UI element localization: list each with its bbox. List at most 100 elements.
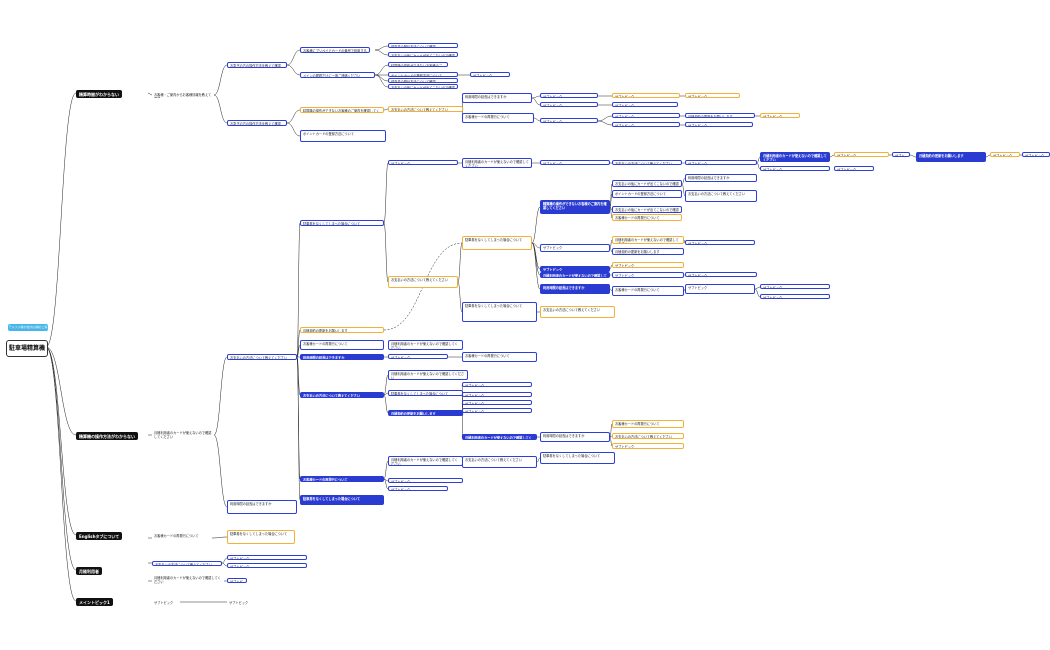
topic-node[interactable]: 駐車券をなくしてしまった場合について xyxy=(388,390,463,396)
topic-node[interactable]: サブトピック xyxy=(229,601,249,605)
topic-node[interactable]: サブトピック xyxy=(462,408,532,413)
topic-node[interactable]: お客様カードの再発行について xyxy=(300,340,384,350)
topic-node[interactable]: お客様カードの再発行について xyxy=(462,113,534,123)
topic-node[interactable]: お急ぎの方の操作方法を教えて確認 xyxy=(227,62,287,68)
topic-node[interactable]: 精算機の操作ができないお客様のご案内を確認してください xyxy=(300,107,384,113)
topic-node[interactable]: お支払いの方法について教えてください xyxy=(540,306,615,318)
topic-node[interactable]: サブトピック xyxy=(227,563,307,568)
root-topic[interactable]: 駐車場精算機 xyxy=(6,340,48,357)
topic-node[interactable]: 月極利用者のカードが使えないので確認してください xyxy=(388,370,468,380)
topic-node[interactable]: サブトピック xyxy=(540,93,598,98)
topic-node[interactable]: サブトピック xyxy=(760,113,800,118)
topic-node[interactable]: サブトピック xyxy=(388,160,458,165)
topic-node[interactable]: メインの問題だけに一度ご連絡ください xyxy=(300,72,375,78)
topic-node[interactable]: サブトピック xyxy=(540,118,598,123)
topic-node[interactable]: お支払いの方法について教えてください xyxy=(685,190,757,202)
topic-node[interactable]: サブトピック xyxy=(462,382,532,387)
topic-node[interactable]: 利用時間の延長はできますか xyxy=(227,500,297,514)
topic-node[interactable]: サブトピック xyxy=(227,578,247,583)
topic-node[interactable]: 領収書の発行方法について確認 xyxy=(388,78,458,83)
branch-calc-time[interactable]: 精算時間がわからない xyxy=(76,90,122,99)
topic-node[interactable]: サブトピック xyxy=(540,102,598,107)
topic-node[interactable]: お支払いの後にカードが出てこないので確認してください xyxy=(612,206,682,213)
topic-node[interactable]: サブトピック xyxy=(760,166,830,171)
topic-node[interactable]: 駐車券をなくしてしまった場合について xyxy=(462,236,532,250)
topic-node[interactable]: サブトピック xyxy=(760,284,830,289)
topic-node[interactable]: 駐車券をなくしてしまった場合について xyxy=(540,452,615,464)
topic-node[interactable]: 駐車券をなくしてしまった場合について xyxy=(462,302,537,322)
topic-node[interactable]: サブトピック xyxy=(612,272,684,278)
topic-node[interactable]: 利用時間の延長はできますか xyxy=(540,432,610,442)
topic-node[interactable]: サブトピック xyxy=(462,400,532,405)
topic-node[interactable]: 月極利用者のカードが使えないので確認してください xyxy=(154,576,221,585)
hint-badge[interactable]: アルファ版の社内公開のご案内 xyxy=(8,324,48,336)
topic-node[interactable]: サブトピック xyxy=(154,601,174,605)
topic-node[interactable]: 利用時間の延長はできますか xyxy=(300,354,384,360)
topic-node[interactable]: お支払いの方法について教えてください xyxy=(300,392,384,398)
topic-node[interactable]: 利用時間の延長はできますか xyxy=(685,174,757,182)
topic-node[interactable]: サブトピック xyxy=(388,354,448,359)
topic-node[interactable]: お支払いの後にカードが出てこないので確認してください xyxy=(388,84,458,89)
topic-node[interactable]: お客様・ご案内からお客様情報を教えて確認 xyxy=(154,93,212,98)
topic-node[interactable]: 月極契約の更新をお願いします xyxy=(388,410,463,416)
topic-node[interactable]: お支払いの方法について教えてください xyxy=(388,106,463,112)
topic-node[interactable]: 月極利用者のカードが使えないので確認してください xyxy=(388,340,463,350)
topic-node[interactable]: サブトピック xyxy=(540,160,610,165)
branch-main-topic[interactable]: メイントピック1 xyxy=(76,598,113,607)
topic-node[interactable]: お客様カードの再発行について xyxy=(612,214,682,221)
topic-node[interactable]: サブトピック xyxy=(388,478,463,483)
topic-node[interactable]: お支払いの方法について教えてください xyxy=(152,561,222,566)
topic-node[interactable]: 精算機の操作ができないお客様のご案内を確認してください xyxy=(540,200,610,214)
topic-node[interactable]: お客様にプリペイドカードの番号で利用することができます xyxy=(300,47,370,53)
topic-node[interactable]: 月極利用者のカードが使えないので確認してください xyxy=(612,236,684,244)
topic-node[interactable]: サブトピック xyxy=(834,152,889,157)
topic-node[interactable]: サブトピック xyxy=(470,72,510,77)
topic-node[interactable]: 月極契約の更新をお願いします xyxy=(916,152,986,162)
topic-node[interactable]: ポイントカードの登録方法について xyxy=(300,130,386,142)
topic-node[interactable]: サブトピック xyxy=(612,443,684,449)
topic-node[interactable]: サブトピック xyxy=(1022,152,1050,157)
topic-node[interactable]: ポイントカードの登録方法について xyxy=(388,72,458,77)
topic-node[interactable]: 月極利用者のカードが使えないので確認してください xyxy=(462,158,532,168)
topic-node[interactable]: 利用時間の延長はできますか xyxy=(462,93,532,103)
topic-node[interactable]: お客様カードの再発行について xyxy=(612,286,684,296)
topic-node[interactable]: お支払いの方法について教えてください xyxy=(388,276,458,288)
topic-node[interactable]: 駐車券をなくしてしまった場合について xyxy=(300,220,384,226)
topic-node[interactable]: 月極利用者のカードが使えないので確認してください xyxy=(154,431,212,440)
topic-node[interactable]: お客様カードの再発行について xyxy=(612,420,684,428)
topic-node[interactable]: サブトピック xyxy=(612,122,680,127)
topic-node[interactable]: 月極利用者のカードが使えないので確認してください xyxy=(388,456,463,466)
branch-english-tab[interactable]: Englishタブについて xyxy=(76,532,123,541)
topic-node[interactable]: お支払いの方法について教えてください xyxy=(227,354,297,360)
topic-node[interactable]: サブトピック xyxy=(612,262,684,268)
topic-node[interactable]: 駐車券をなくしてしまった場合について xyxy=(227,530,295,544)
topic-node[interactable]: 月極契約の更新をお願いします xyxy=(300,327,384,333)
topic-node[interactable]: サブトピック xyxy=(462,392,532,397)
topic-node[interactable]: サブトピック xyxy=(685,240,755,245)
topic-node[interactable]: お支払いの後にカードが出てこないので確認してください xyxy=(612,180,682,187)
topic-node[interactable]: サブトピック xyxy=(540,266,610,272)
topic-node[interactable]: お支払いの方法について教えてください xyxy=(612,433,684,439)
topic-node[interactable]: サブトピック xyxy=(685,284,755,294)
topic-node[interactable]: サブトピック xyxy=(540,244,610,252)
topic-node[interactable]: お支払いの後にカードが出てこないので確認してください xyxy=(388,52,458,57)
topic-node[interactable]: サブトピック xyxy=(685,93,740,98)
topic-node[interactable]: サブトピック xyxy=(612,93,680,98)
topic-node[interactable]: サブトピック xyxy=(685,160,757,165)
topic-node[interactable]: サブトピック xyxy=(227,555,307,560)
topic-node[interactable]: サブトピック xyxy=(685,122,753,127)
topic-node[interactable]: お客様カードの再発行について xyxy=(462,352,537,362)
topic-node[interactable]: 月極利用者のカードが使えないので確認してください xyxy=(760,152,830,162)
topic-node[interactable]: 駐車券をなくしてしまった場合について xyxy=(300,495,384,505)
topic-node[interactable]: 利用時間の延長はできますか xyxy=(540,284,610,294)
topic-node[interactable]: 月極利用者のカードが使えないので確認してください xyxy=(462,434,537,440)
branch-operation[interactable]: 精算機の操作方法がわからない xyxy=(76,432,138,441)
topic-node[interactable]: サブトピック xyxy=(892,152,910,157)
topic-node[interactable]: サブトピック xyxy=(685,272,757,277)
topic-node[interactable]: お支払いの方法について教えてください xyxy=(612,160,682,165)
topic-node[interactable]: 月極利用者のカードが使えないので確認してください xyxy=(540,272,610,278)
topic-node[interactable]: ポイントカードの登録方法について xyxy=(612,190,682,198)
topic-node[interactable]: サブトピック xyxy=(990,152,1020,157)
topic-node[interactable]: 領収書の発行方法について確認 xyxy=(388,43,458,48)
branch-monthly[interactable]: 月極利用者 xyxy=(76,567,102,576)
